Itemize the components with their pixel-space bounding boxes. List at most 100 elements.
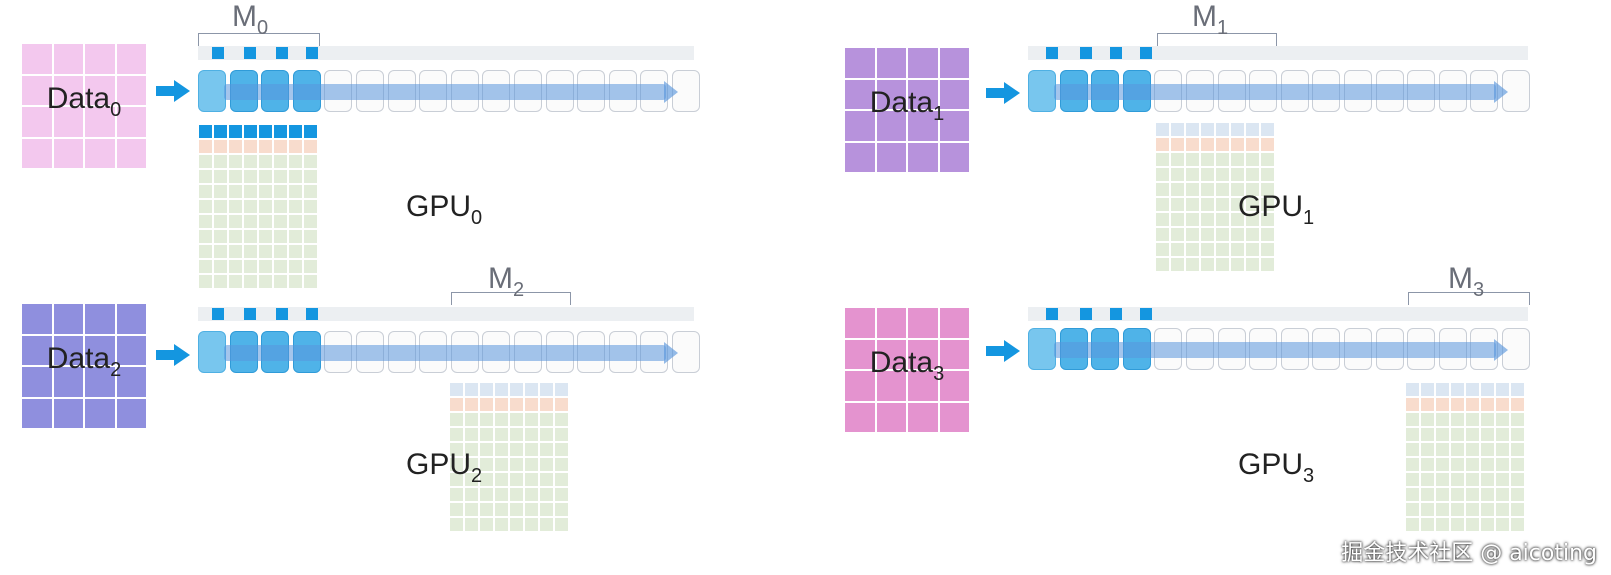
matrix-cell [258,259,273,274]
matrix-cell [1420,502,1435,517]
matrix-cell [539,517,554,532]
data-cell [53,335,83,365]
matrix-cell [258,244,273,259]
matrix-cell [479,397,494,412]
matrix-cell [1230,257,1245,272]
matrix-cell [554,427,569,442]
data-block-0: Data0 [22,44,146,168]
matrix-cell [1155,212,1170,227]
data-cell [908,48,938,78]
matrix-cell [1200,137,1215,152]
matrix-cell [288,139,303,154]
matrix-cell [1245,137,1260,152]
matrix-cell [1480,457,1495,472]
matrix-cell [1260,182,1275,197]
data-block-2: Data2 [22,304,146,428]
input-arrow-icon [156,344,190,366]
input-arrow-icon [986,340,1020,362]
data-cell [53,107,83,137]
matrix-cell [1200,167,1215,182]
matrix-cell [1200,182,1215,197]
matrix-cell [243,214,258,229]
matrix-cell [243,229,258,244]
matrix-cell [524,487,539,502]
data-cell [876,142,906,172]
matrix-cell [288,184,303,199]
matrix-cell [288,199,303,214]
data-cell [53,75,83,105]
data-cell [116,107,146,137]
matrix-cell [1230,182,1245,197]
weight-matrix-3 [1405,382,1525,532]
matrix-cell [1405,427,1420,442]
matrix-cell [303,229,318,244]
data-cell [939,79,969,109]
matrix-cell [464,517,479,532]
matrix-cell [1170,152,1185,167]
data-cell [939,371,969,401]
matrix-cell [1405,442,1420,457]
matrix-cell [1215,182,1230,197]
matrix-cell [509,427,524,442]
matrix-cell [198,214,213,229]
data-cell [22,304,52,334]
matrix-cell [1170,227,1185,242]
matrix-cell [1260,137,1275,152]
matrix-cell [1495,502,1510,517]
matrix-cell [228,244,243,259]
matrix-cell [1420,412,1435,427]
matrix-cell [1465,442,1480,457]
matrix-cell [273,244,288,259]
matrix-cell [1480,397,1495,412]
matrix-cell [494,412,509,427]
matrix-cell [1185,197,1200,212]
matrix-cell [1405,487,1420,502]
data-cell [53,304,83,334]
data-cell [876,111,906,141]
matrix-cell [1465,412,1480,427]
weight-dot [212,308,224,320]
weight-dot [1046,47,1058,59]
matrix-cell [303,199,318,214]
weight-dot [1110,308,1122,320]
data-cell [85,75,115,105]
matrix-cell [303,124,318,139]
matrix-cell [243,124,258,139]
weight-dot [1046,308,1058,320]
matrix-cell [288,169,303,184]
memory-strip [198,46,694,60]
matrix-cell [303,214,318,229]
matrix-cell [1245,257,1260,272]
weight-dot [1110,47,1122,59]
matrix-cell [1435,442,1450,457]
matrix-cell [1480,517,1495,532]
matrix-cell [494,517,509,532]
matrix-cell [198,244,213,259]
matrix-cell [1155,152,1170,167]
matrix-cell [213,199,228,214]
matrix-cell [1170,122,1185,137]
matrix-cell [258,154,273,169]
forward-flow-arrow [224,84,666,100]
matrix-cell [198,154,213,169]
data-label-3: Data3 [869,346,945,385]
layer-box [198,331,226,373]
matrix-cell [1405,472,1420,487]
matrix-cell [1230,137,1245,152]
matrix-cell [288,244,303,259]
data-cell [845,111,875,141]
model-label-0: M0 [232,0,269,39]
matrix-cell [1185,212,1200,227]
data-cell [908,79,938,109]
matrix-cell [1155,242,1170,257]
matrix-cell [539,397,554,412]
matrix-cell [1215,122,1230,137]
weight-dot [276,47,288,59]
data-cell [22,75,52,105]
data-label-0: Data0 [46,82,122,121]
matrix-cell [228,199,243,214]
data-cell [845,79,875,109]
matrix-cell [1495,382,1510,397]
matrix-cell [1185,122,1200,137]
